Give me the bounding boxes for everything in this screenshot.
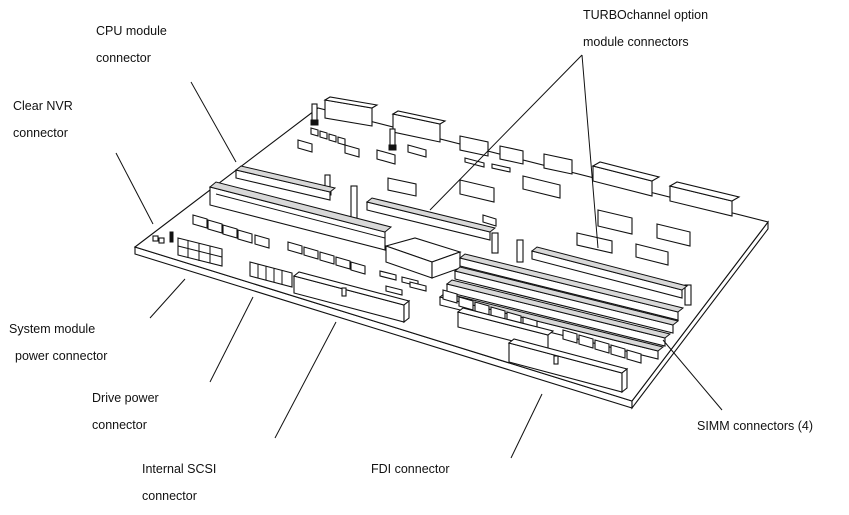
cpu-module-connector [234, 165, 337, 201]
small-chips-top [297, 127, 427, 165]
leader-turbo-1 [429, 54, 583, 211]
top-connector-1 [323, 96, 379, 127]
label-cpu-module-connector: CPU module connector [96, 24, 167, 65]
label-simm-connectors: SIMM connectors (4) [697, 419, 814, 433]
small-chips-center [379, 270, 427, 296]
leader-simm [662, 339, 723, 411]
long-connector-left [208, 181, 393, 251]
right-chip-row [562, 329, 642, 364]
mid-chip-row [287, 241, 366, 275]
left-chip-row [192, 214, 270, 249]
jumper-post-2 [388, 128, 397, 151]
top-connector-2 [391, 110, 447, 143]
simm-connector-3 [445, 279, 672, 347]
middle-connector [365, 197, 497, 241]
leader-drive-power [209, 296, 254, 383]
leader-lines [115, 54, 723, 459]
simm-connector-1 [458, 253, 685, 321]
standoff-posts [350, 185, 692, 306]
turbochannel-connector-1 [591, 161, 661, 197]
drive-power-connector [249, 261, 293, 288]
leader-sys-power [149, 278, 186, 319]
label-clear-nvr-connector: Clear NVR connector [13, 99, 73, 140]
leader-cpu [190, 81, 237, 163]
fdi-connector [507, 338, 629, 394]
leader-nvr [115, 152, 154, 225]
turbochannel-connector-2 [668, 181, 741, 217]
jumper-post-1 [310, 103, 319, 126]
upper-chips [387, 135, 573, 227]
nvr-jumper [152, 231, 174, 244]
label-internal-scsi-connector: Internal SCSI connector [142, 462, 217, 503]
label-drive-power-connector: Drive power connector [92, 391, 159, 432]
right-connector [530, 246, 689, 299]
label-fdi-connector: FDI connector [371, 462, 450, 476]
leader-scsi [274, 321, 337, 439]
label-system-module-power-connector: System module power connector [9, 322, 108, 363]
leader-fdi [510, 393, 543, 459]
simm-connector-2 [453, 266, 680, 334]
processor-chips [576, 209, 691, 266]
central-asic [384, 237, 462, 279]
leader-turbo-2 [581, 54, 599, 249]
label-turbochannel-connectors: TURBOchannel option module connectors [583, 8, 709, 49]
system-power-connector [177, 237, 223, 267]
internal-scsi-connector [292, 271, 411, 324]
